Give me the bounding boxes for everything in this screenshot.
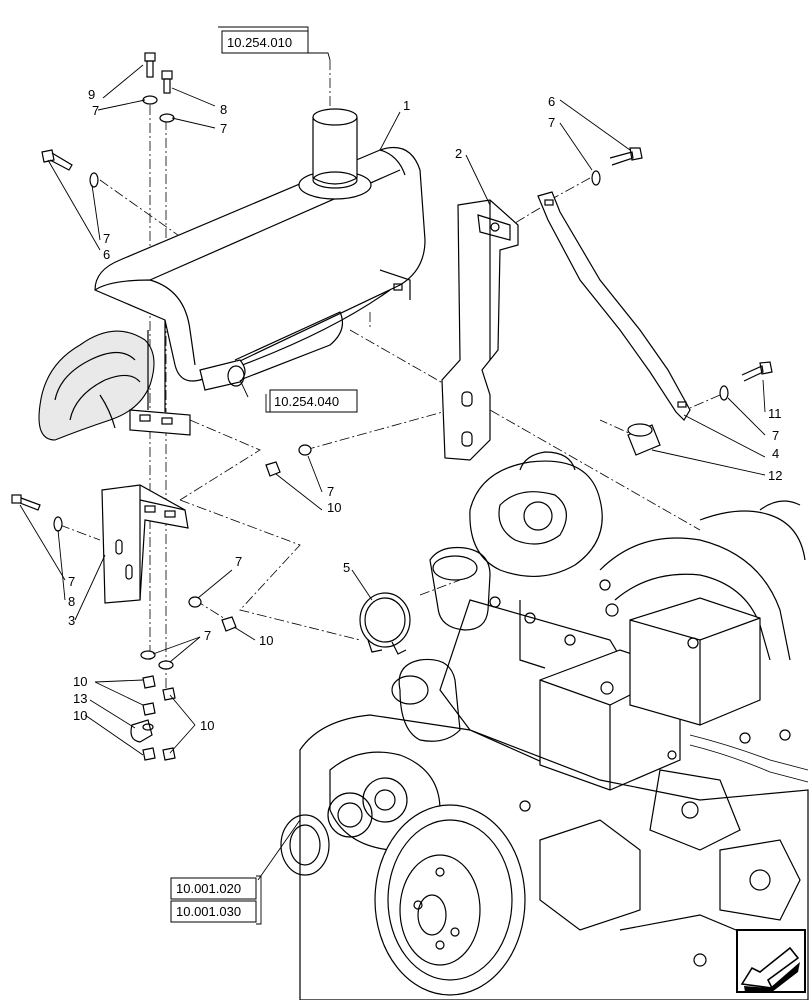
callout-7-b: 7 xyxy=(220,121,227,136)
callout-5: 5 xyxy=(343,560,350,575)
callout-4: 4 xyxy=(772,446,779,461)
callout-10-d: 10 xyxy=(73,708,87,723)
callout-3: 3 xyxy=(68,613,75,628)
callout-7-i: 7 xyxy=(204,628,211,643)
reference-top-text: 10.254.010 xyxy=(227,35,292,50)
callout-7-d: 7 xyxy=(548,115,555,130)
callout-12: 12 xyxy=(768,468,782,483)
callout-6-right: 6 xyxy=(548,94,555,109)
fasteners[interactable] xyxy=(11,52,773,761)
callout-1: 1 xyxy=(403,98,410,113)
callout-10-a: 10 xyxy=(327,500,341,515)
callout-7-a: 7 xyxy=(92,103,99,118)
reference-box-top[interactable]: 10.254.010 xyxy=(218,26,331,61)
callout-7-f: 7 xyxy=(327,484,334,499)
clamp-5[interactable] xyxy=(359,592,411,655)
callout-13: 13 xyxy=(73,691,87,706)
bracket-left-3[interactable] xyxy=(101,484,189,604)
reference-box-middle[interactable]: 10.254.040 xyxy=(265,389,358,413)
callout-11: 11 xyxy=(768,406,782,421)
reference-box-bottom[interactable]: 10.001.020 10.001.030 xyxy=(170,875,262,925)
callout-7-h: 7 xyxy=(235,554,242,569)
spacer-12[interactable] xyxy=(627,423,661,456)
bracket-right-2[interactable] xyxy=(441,199,519,461)
muffler[interactable] xyxy=(38,108,426,441)
arrow-navigation-icon[interactable] xyxy=(736,929,806,993)
leader-lines xyxy=(19,64,766,881)
reference-bottom-2-text: 10.001.030 xyxy=(176,904,241,919)
callout-7-e: 7 xyxy=(772,428,779,443)
reference-bottom-1-text: 10.001.020 xyxy=(176,881,241,896)
callout-6-left: 6 xyxy=(103,247,110,262)
callout-10-e: 10 xyxy=(200,718,214,733)
strap-4[interactable] xyxy=(537,191,691,421)
callout-9: 9 xyxy=(88,87,95,102)
callout-8-top: 8 xyxy=(220,102,227,117)
reference-middle-text: 10.254.040 xyxy=(274,394,339,409)
callout-7-g: 7 xyxy=(68,574,75,589)
callout-8-left: 8 xyxy=(68,594,75,609)
callout-2: 2 xyxy=(455,146,462,161)
callout-10-c: 10 xyxy=(73,674,87,689)
callout-10-b: 10 xyxy=(259,633,273,648)
assembly-lines xyxy=(59,60,721,690)
callout-labels: 1 2 3 4 5 6 6 7 7 7 7 7 7 7 7 7 8 8 9 10… xyxy=(68,87,782,733)
callout-7-c: 7 xyxy=(103,231,110,246)
engine-block xyxy=(280,451,809,1000)
